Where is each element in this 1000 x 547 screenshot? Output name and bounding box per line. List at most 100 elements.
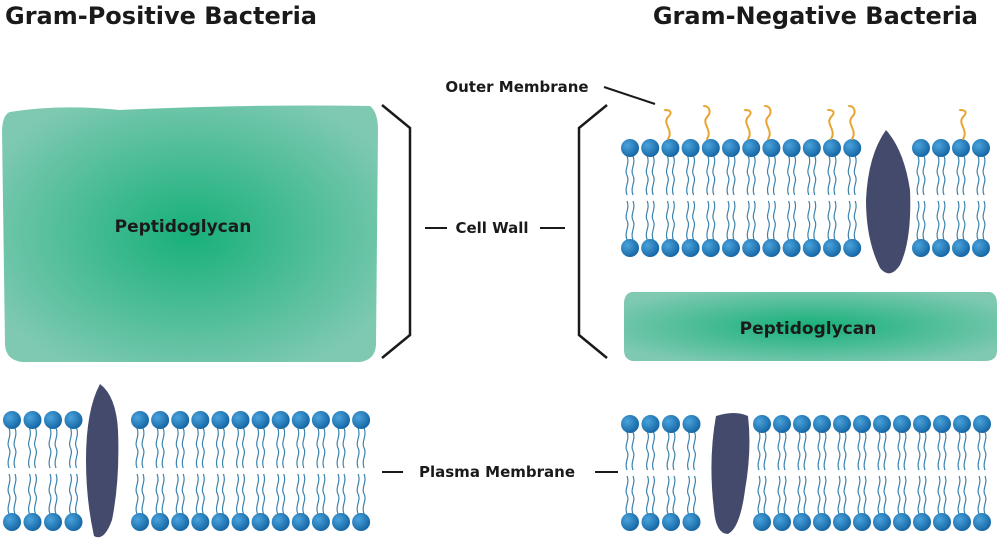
lipid-tail	[853, 200, 857, 241]
phospholipid-head	[291, 513, 310, 531]
phospholipid-head	[682, 513, 701, 531]
cell-wall-label: Cell Wall	[455, 219, 528, 237]
lipid-tail	[883, 431, 887, 471]
lipid-tail	[917, 431, 921, 471]
gram-negative-plasma-membrane	[621, 415, 991, 531]
gram-positive-peptidoglycan-layer	[2, 105, 378, 362]
phospholipid-head	[762, 239, 781, 257]
lipid-tail	[897, 475, 901, 515]
phospholipid-head	[742, 239, 761, 257]
phospholipid-head	[291, 411, 310, 429]
lipid-tail	[672, 431, 676, 471]
lipid-tail	[847, 200, 851, 241]
phospholipid-head	[933, 513, 951, 531]
lipid-tail	[843, 475, 847, 515]
lipid-tail	[817, 475, 821, 515]
phospholipid-head	[972, 239, 990, 257]
lipid-tail	[983, 475, 987, 515]
lipid-tail	[863, 431, 867, 471]
lipid-tail	[963, 431, 967, 471]
lipid-tail	[766, 155, 770, 196]
lipid-tail	[797, 431, 801, 471]
lipid-tail	[827, 155, 831, 196]
phospholipid-head	[621, 513, 639, 531]
lipid-tail	[923, 431, 927, 471]
lipid-tail	[645, 200, 649, 241]
phospholipid-head	[762, 139, 781, 157]
lipid-tail	[687, 431, 690, 471]
phospholipid-head	[782, 139, 801, 157]
lipid-tail	[75, 427, 78, 469]
lipid-tail	[883, 475, 887, 515]
lipid-tail	[296, 427, 300, 469]
phospholipid-head	[952, 139, 970, 157]
lipid-tail	[242, 427, 245, 469]
lipid-tail	[943, 431, 947, 471]
phospholipid-head	[621, 239, 639, 257]
phospholipid-head	[912, 139, 930, 157]
phospholipid-head	[171, 411, 190, 429]
phospholipid-head	[251, 513, 270, 531]
lipopolysaccharide-chains	[664, 105, 967, 140]
lipid-tail	[916, 200, 920, 241]
phospholipid-head	[952, 239, 970, 257]
lipid-tail	[807, 155, 811, 196]
phospholipid-head	[271, 513, 290, 531]
phospholipid-head	[813, 513, 831, 531]
lipid-tail	[666, 431, 670, 471]
phospholipid-head	[953, 415, 971, 433]
phospholipid-head	[251, 411, 270, 429]
lipid-tail	[336, 427, 340, 469]
lipid-tail	[141, 473, 145, 515]
lipid-tail	[853, 155, 857, 196]
phospholipid-head	[641, 139, 660, 157]
lipid-tail	[296, 473, 300, 515]
lipid-tail	[772, 155, 776, 196]
lipid-tail	[302, 473, 306, 515]
phospholipid-head	[893, 513, 911, 531]
phospholipid-head	[873, 513, 891, 531]
phospholipid-head	[621, 139, 639, 157]
cell-wall-bracket-right	[577, 104, 608, 359]
lipid-tail	[903, 431, 907, 471]
phospholipid-head	[813, 415, 831, 433]
phospholipid-head	[802, 239, 821, 257]
lipid-tail	[916, 155, 920, 196]
phospholipid-head	[191, 411, 210, 429]
lipid-tail	[625, 431, 629, 471]
lipid-tail	[262, 473, 266, 515]
lipid-tail	[651, 200, 655, 241]
lipid-tail	[242, 473, 245, 515]
phospholipid-head	[3, 411, 21, 429]
lipid-tail	[54, 427, 58, 469]
lipid-tail	[813, 200, 817, 241]
phospholipid-head	[621, 415, 639, 433]
phospholipid-head	[913, 513, 931, 531]
cell-wall-bracket-left	[381, 104, 412, 359]
lipopolysaccharide-chain	[664, 109, 672, 140]
lipopolysaccharide-chain	[959, 109, 967, 140]
gram-negative-plasma-membrane-protein	[711, 413, 750, 534]
phospholipid-head	[131, 411, 149, 429]
lipid-tail	[763, 475, 767, 515]
lipid-tail	[256, 427, 260, 469]
lipid-tail	[976, 200, 980, 241]
phospholipid-head	[823, 239, 841, 257]
lipid-tail	[356, 473, 360, 515]
lipid-tail	[201, 427, 205, 469]
phospholipid-head	[211, 513, 230, 531]
lipid-tail	[903, 475, 907, 515]
lipid-tail	[977, 475, 981, 515]
lipid-tail	[726, 200, 730, 241]
lipid-tail	[692, 200, 696, 241]
phospholipid-head	[352, 513, 371, 531]
phospholipid-head	[171, 513, 190, 531]
phospholipid-head	[661, 239, 680, 257]
lipid-tail	[706, 155, 710, 196]
lipid-tail	[962, 200, 966, 241]
lipid-tail	[651, 155, 655, 196]
phospholipid-head	[64, 513, 83, 531]
lipid-tail	[922, 155, 926, 196]
phospholipid-head	[681, 239, 700, 257]
